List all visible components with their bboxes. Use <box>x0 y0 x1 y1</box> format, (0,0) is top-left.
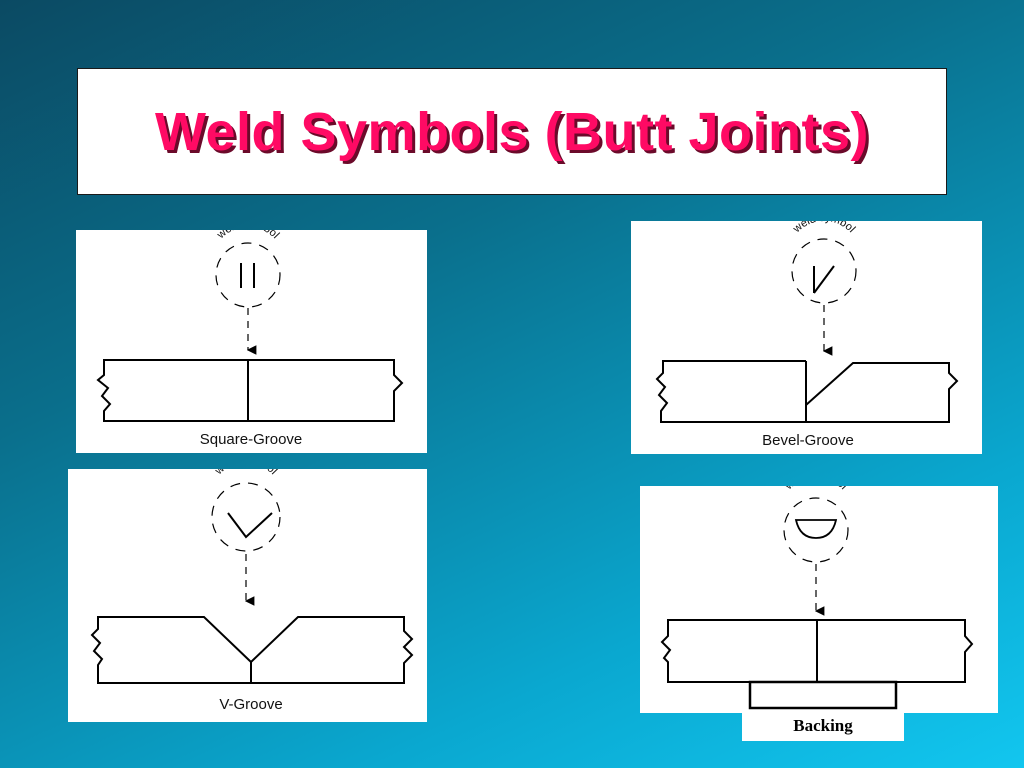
backing-bar <box>748 680 898 710</box>
slide-title: Weld Symbols (Butt Joints) <box>154 101 870 162</box>
bevel-groove-label: Bevel-Groove <box>762 432 854 449</box>
square-groove-label: Square-Groove <box>200 431 303 448</box>
backing-label: Backing <box>793 716 853 735</box>
v-groove-joint <box>90 616 414 684</box>
v-groove-symbol <box>227 512 273 539</box>
bevel-groove-symbol <box>813 265 835 294</box>
bevel-groove-panel: weld symbol Bevel-Groove <box>631 221 982 454</box>
v-groove-panel: weld symbol V-Groove <box>68 469 427 722</box>
weld-symbol-circle <box>211 482 281 552</box>
square-groove-panel: weld symbol Square-Groove <box>76 230 427 453</box>
backing-joint <box>660 619 974 683</box>
weld-symbol-circle <box>215 242 281 308</box>
weld-symbol-circle <box>783 497 849 563</box>
v-groove-label: V-Groove <box>219 696 282 713</box>
square-groove-symbol <box>240 263 255 288</box>
weld-symbol-label: weld symbol <box>212 469 279 478</box>
weld-symbol-label: weld symbol <box>790 221 857 236</box>
weld-symbol-circle <box>791 238 857 304</box>
backing-panel: weld symbol <box>640 486 998 713</box>
title-box: Weld Symbols (Butt Joints) <box>77 68 947 195</box>
square-groove-joint <box>96 359 404 422</box>
weld-symbol-label: weld symbol <box>782 486 849 493</box>
bevel-groove-joint <box>655 360 959 423</box>
weld-symbol-label: weld symbol <box>214 230 281 242</box>
backing-label-box: Backing <box>742 711 904 741</box>
backing-symbol <box>794 519 838 539</box>
